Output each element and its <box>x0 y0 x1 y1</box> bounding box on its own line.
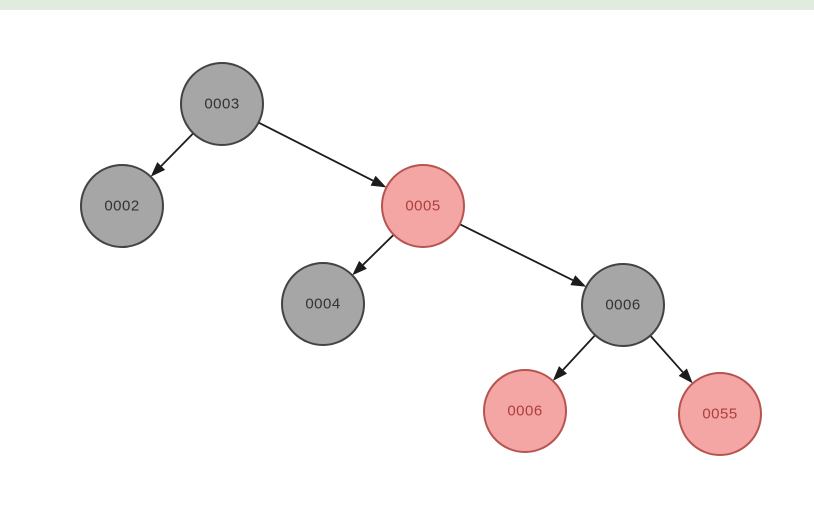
tree-node-circle[interactable] <box>381 164 465 248</box>
tree-node-0006-red[interactable]: 0006 <box>483 369 567 453</box>
tree-edge-arrowhead <box>552 366 568 381</box>
tree-edge-arrowhead <box>370 175 387 188</box>
tree-node-circle[interactable] <box>80 164 164 248</box>
tree-edge-arrowhead <box>570 275 587 287</box>
tree-edge-arrowhead <box>150 162 166 177</box>
tree-node-circle[interactable] <box>281 262 365 346</box>
top-bar <box>0 0 814 10</box>
tree-edge-arrowhead <box>352 260 367 276</box>
tree-edge-arrowhead <box>678 368 693 384</box>
tree-edge <box>258 121 374 182</box>
tree-edge <box>649 335 684 373</box>
tree-edge <box>459 223 574 281</box>
tree-node-circle[interactable] <box>483 369 567 453</box>
tree-edge <box>362 234 395 266</box>
tree-node-circle[interactable] <box>581 263 665 347</box>
tree-node-0055-red[interactable]: 0055 <box>678 372 762 456</box>
tree-node-0002[interactable]: 0002 <box>80 164 164 248</box>
tree-node-circle[interactable] <box>180 62 264 146</box>
tree-node-0006[interactable]: 0006 <box>581 263 665 347</box>
tree-edge <box>562 334 596 371</box>
tree-node-circle[interactable] <box>678 372 762 456</box>
tree-edge <box>160 132 194 167</box>
tree-node-0005-red[interactable]: 0005 <box>381 164 465 248</box>
tree-node-0004[interactable]: 0004 <box>281 262 365 346</box>
tree-node-0003[interactable]: 0003 <box>180 62 264 146</box>
